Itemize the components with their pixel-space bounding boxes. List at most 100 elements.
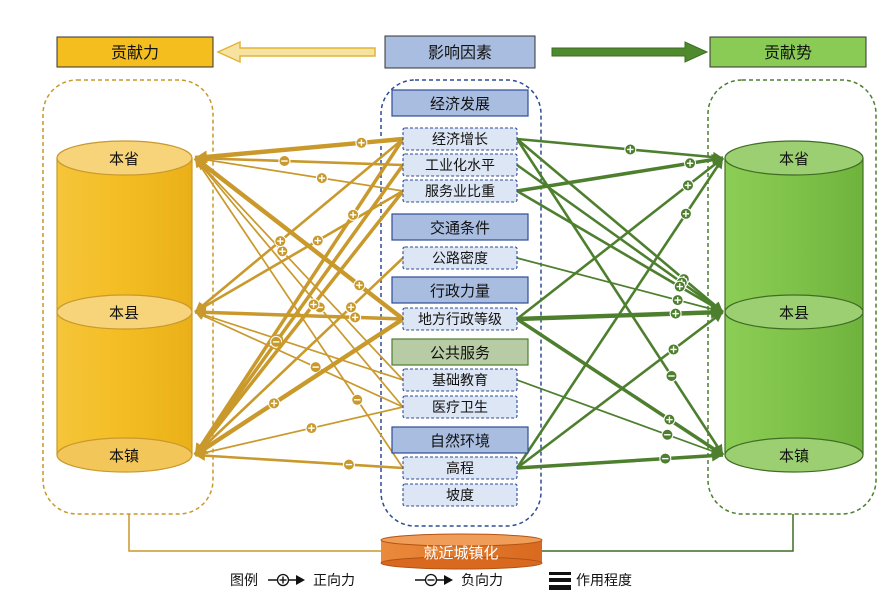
factor-item-box [402, 127, 518, 151]
negative-sign-icon [278, 155, 291, 168]
positive-sign-icon [274, 235, 287, 248]
right-cylinder [724, 140, 864, 473]
positive-sign-icon [667, 343, 680, 356]
factor-group-box [391, 338, 529, 366]
left-title-box [56, 36, 214, 68]
factor-item-box [402, 246, 518, 270]
legend: 图例 正向力 负向力 作用程度 [230, 572, 632, 590]
factor-item-label: 公路密度 [432, 250, 488, 267]
left-bottom-connector [128, 514, 381, 552]
legend-degree-label: 作用程度 [576, 573, 632, 589]
factor-item-box [402, 395, 518, 419]
center-title-box [384, 35, 536, 69]
positive-sign-icon [673, 280, 686, 293]
right-container [707, 79, 877, 515]
positive-sign-icon [681, 179, 694, 192]
positive-sign-icon [276, 245, 289, 258]
factor-group-label: 自然环境 [430, 432, 490, 450]
bottom-cylinder [380, 533, 543, 570]
factor-list: 经济发展经济增长工业化水平服务业比重交通条件公路密度行政力量地方行政等级公共服务… [391, 89, 529, 507]
positive-sign-icon [305, 422, 318, 435]
left-link [193, 317, 405, 457]
factor-item-box [402, 456, 518, 480]
center-title: 影响因素 [428, 43, 492, 62]
right-arrow-icon [551, 41, 709, 63]
left-level-province: 本省 [109, 150, 139, 168]
factor-group-label: 行政力量 [430, 282, 490, 300]
positive-sign-icon [353, 279, 366, 292]
factor-item-box [402, 153, 518, 177]
positive-sign-icon [684, 157, 697, 170]
legend-title: 图例 [230, 573, 258, 589]
positive-sign-icon [347, 208, 360, 221]
negative-sign-icon [661, 428, 674, 441]
factor-group-box [391, 276, 529, 304]
positive-sign-icon [315, 172, 328, 185]
left-link [193, 163, 405, 457]
factor-item-label: 坡度 [446, 488, 474, 504]
factor-group-box [391, 426, 529, 454]
left-link [194, 311, 404, 408]
factor-group-label: 交通条件 [430, 219, 490, 237]
factor-group-label: 经济发展 [430, 95, 490, 113]
factor-item-label: 医疗卫生 [432, 400, 488, 416]
positive-sign-icon [349, 311, 362, 324]
left-link [194, 450, 404, 471]
factor-item-box [402, 368, 518, 392]
factor-item-box [402, 179, 518, 203]
right-link [516, 310, 724, 470]
factor-item-label: 高程 [446, 460, 474, 477]
negative-sign-icon [342, 458, 355, 471]
right-level-county: 本县 [779, 304, 809, 322]
positive-sign-icon [345, 301, 357, 314]
right-link [515, 157, 725, 469]
factor-item-box [402, 307, 518, 331]
legend-positive-label: 正向力 [313, 573, 355, 589]
negative-sign-icon [351, 393, 364, 406]
positive-sign-icon [671, 294, 684, 307]
right-link [516, 317, 724, 457]
bottom-label: 就近城镇化 [423, 544, 498, 562]
legend-degree-icon [549, 572, 571, 590]
right-level-town: 本镇 [779, 447, 809, 465]
factor-item-box [402, 483, 518, 507]
factor-item-label: 经济增长 [432, 132, 488, 148]
factor-item-label: 地方行政等级 [418, 311, 502, 328]
right-link [516, 379, 724, 457]
factor-item-label: 工业化水平 [425, 158, 495, 174]
header: 贡献力 影响因素 贡献势 [56, 35, 867, 69]
factor-group-label: 公共服务 [430, 344, 490, 362]
negative-sign-icon [665, 370, 678, 382]
right-link [516, 449, 724, 470]
legend-positive-icon [268, 573, 305, 587]
factor-item-label: 服务业比重 [425, 184, 495, 200]
positive-sign-icon [268, 397, 281, 410]
negative-sign-icon [659, 452, 672, 465]
right-link [516, 306, 724, 322]
left-cylinder [56, 140, 193, 473]
positive-sign-icon [311, 234, 324, 247]
factor-group-box [391, 213, 529, 241]
negative-sign-icon [309, 361, 322, 374]
right-title: 贡献势 [764, 43, 812, 62]
right-links [515, 137, 725, 470]
positive-sign-icon [679, 207, 692, 220]
right-bottom-connector [542, 514, 794, 552]
left-level-county: 本县 [109, 304, 139, 322]
left-arrow-icon [216, 40, 376, 64]
factor-item-label: 基础教育 [432, 372, 488, 389]
factor-group-box [391, 89, 529, 117]
positive-sign-icon [355, 136, 368, 149]
positive-sign-icon [663, 413, 676, 426]
positive-sign-icon [624, 143, 637, 156]
left-title: 贡献力 [111, 43, 159, 62]
right-level-province: 本省 [779, 150, 809, 168]
negative-sign-icon [270, 335, 283, 348]
legend-negative-icon [415, 573, 453, 587]
left-links [193, 136, 405, 471]
positive-sign-icon [307, 298, 320, 311]
legend-negative-label: 负向力 [461, 573, 503, 589]
positive-sign-icon [669, 307, 682, 320]
right-title-box [709, 36, 867, 68]
